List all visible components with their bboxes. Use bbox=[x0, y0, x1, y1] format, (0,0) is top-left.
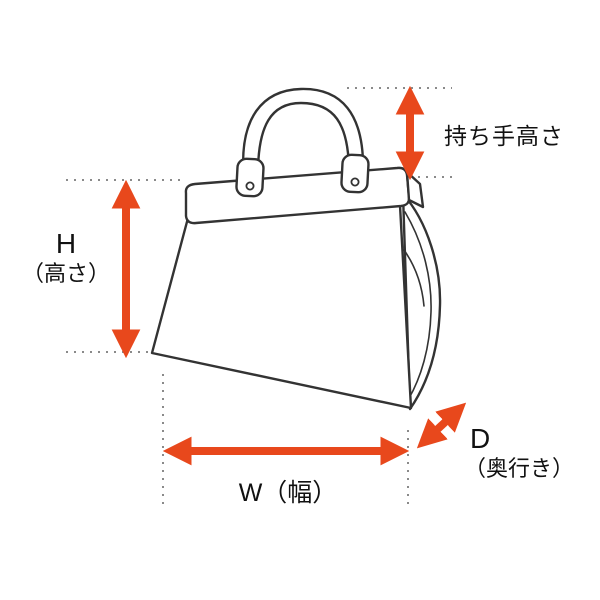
bag-gusset-fold-line bbox=[404, 211, 432, 401]
height-label: H （高さ） bbox=[14, 228, 118, 288]
handle-rivet-right bbox=[350, 177, 360, 187]
handle-height-label: 持ち手高さ bbox=[444, 123, 564, 149]
depth-letter: D bbox=[470, 423, 491, 454]
height-paren: （高さ） bbox=[21, 261, 110, 287]
depth-arrow bbox=[416, 402, 467, 449]
handle-tab-left bbox=[235, 157, 265, 198]
handle-tab-right bbox=[340, 153, 370, 194]
width-label: W（幅） bbox=[238, 479, 338, 507]
bag-gusset-fold-curve bbox=[403, 249, 425, 307]
depth-paren: （奥行き） bbox=[464, 456, 575, 482]
bag-side-gusset bbox=[401, 192, 442, 411]
height-letter: H bbox=[55, 228, 77, 259]
depth-label: D （奥行き） bbox=[464, 423, 574, 483]
handle-rivet-left bbox=[245, 181, 255, 191]
